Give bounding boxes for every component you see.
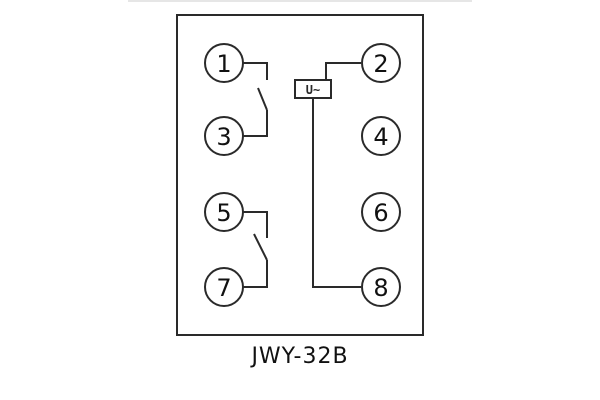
terminal-label: 4 xyxy=(373,123,388,151)
terminal-1: 1 xyxy=(204,43,244,83)
top-divider xyxy=(128,0,472,2)
contact-switch-5-7 xyxy=(243,211,268,288)
coil-box: U~ xyxy=(294,79,332,99)
relay-housing xyxy=(176,14,424,336)
relay-wiring-diagram: U~ 1 2 3 4 5 6 7 8 xyxy=(176,14,424,336)
terminal-label: 2 xyxy=(373,50,388,78)
terminal-label: 1 xyxy=(216,50,231,78)
terminal-label: 7 xyxy=(216,274,231,302)
terminal-2: 2 xyxy=(361,43,401,83)
terminal-6: 6 xyxy=(361,192,401,232)
terminal-label: 6 xyxy=(373,199,388,227)
terminal-4: 4 xyxy=(361,116,401,156)
terminal-7: 7 xyxy=(204,267,244,307)
coil-label: U~ xyxy=(306,83,320,97)
terminal-8: 8 xyxy=(361,267,401,307)
terminal-5: 5 xyxy=(204,192,244,232)
model-caption: JWY-32B xyxy=(251,344,349,369)
contact-switch-1-3 xyxy=(243,62,268,137)
terminal-3: 3 xyxy=(204,116,244,156)
coil-wiring xyxy=(312,62,361,288)
terminal-label: 3 xyxy=(216,123,231,151)
terminal-label: 8 xyxy=(373,274,388,302)
terminal-label: 5 xyxy=(216,199,231,227)
